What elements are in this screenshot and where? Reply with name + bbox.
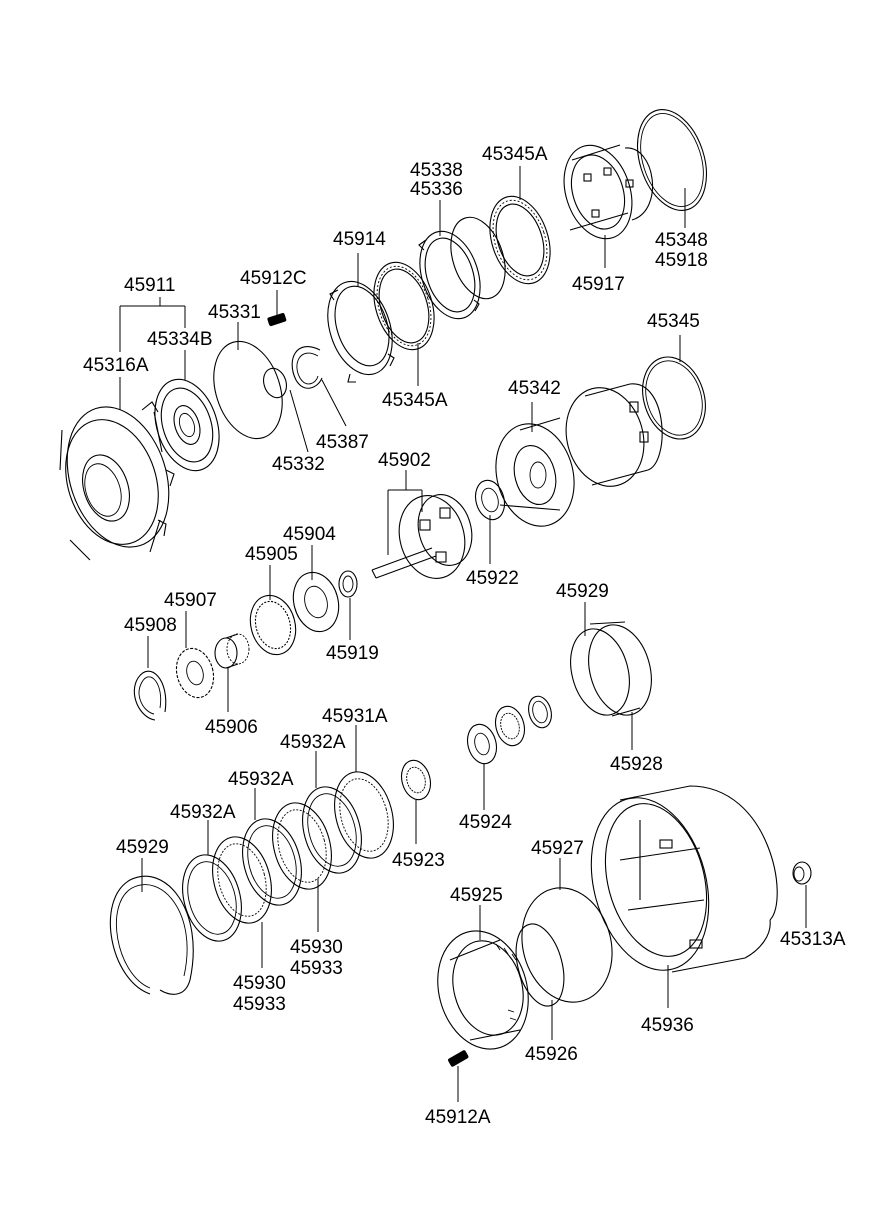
- label-l30: 45932A: [228, 769, 294, 790]
- part-clutch-drum-45917: [563, 144, 654, 240]
- label-l39: 45313A: [780, 929, 846, 950]
- label-l36: 45925: [450, 885, 503, 906]
- part-bearing-45923: [400, 759, 432, 801]
- part-clutch-housing-45316a: [59, 401, 175, 561]
- part-coil-spring-45912c: [267, 312, 287, 327]
- label-l41: 45933: [233, 994, 286, 1015]
- part-reaction-gear-45925: [437, 930, 529, 1050]
- label-l13: 45345: [647, 311, 700, 332]
- label-l26: 45906: [205, 717, 258, 738]
- label-l03: 45336: [410, 179, 463, 200]
- part-friction-disc-45345a-lower: [373, 261, 435, 351]
- label-l40: 45930: [233, 973, 286, 994]
- leader-lines: [119, 166, 807, 1102]
- part-sun-gear-45906: [214, 633, 250, 669]
- label-l08: 45334B: [147, 329, 213, 350]
- label-l44: 45912A: [425, 1107, 491, 1128]
- part-coil-spring-45912a: [448, 1050, 469, 1067]
- part-small-bearing: [528, 695, 552, 729]
- part-spring-45332: [263, 367, 287, 399]
- label-l14: 45345A: [382, 390, 448, 411]
- label-l27: 45931A: [322, 706, 388, 727]
- label-l19: 45904: [283, 524, 336, 545]
- label-l38: 45933: [290, 958, 343, 979]
- label-l22: 45907: [164, 590, 217, 611]
- part-needle-bearing-45919: [338, 570, 358, 598]
- label-l07: 45331: [208, 302, 261, 323]
- part-drum-45928: [588, 621, 652, 717]
- part-washer-45924: [466, 723, 498, 765]
- part-planetary-carrier-45902: [371, 494, 473, 579]
- part-case-45936: [590, 785, 778, 973]
- part-roller-bearing: [494, 705, 526, 747]
- label-l43: 45926: [525, 1044, 578, 1065]
- label-l34: 45927: [531, 838, 584, 859]
- label-l10: 45348: [655, 230, 708, 251]
- label-l15: 45342: [508, 378, 561, 399]
- label-l32: 45924: [459, 812, 512, 833]
- part-clutch-plate-45914: [327, 280, 395, 383]
- part-thrust-washer-45922: [474, 479, 506, 521]
- part-seal-45331: [213, 340, 283, 440]
- label-l09: 45316A: [83, 355, 149, 376]
- part-piston-45334b: [154, 378, 220, 472]
- part-clutch-drum-45342-outer: [565, 383, 663, 487]
- part-nut-45313a: [792, 861, 812, 885]
- part-hub-45342: [495, 417, 575, 527]
- label-l24: 45919: [326, 643, 379, 664]
- part-toothed-washer-45907: [175, 647, 215, 699]
- label-l18: 45902: [378, 450, 431, 471]
- label-l25: 45929: [556, 581, 609, 602]
- part-snap-ring-45348: [637, 109, 707, 211]
- label-l16: 45387: [316, 432, 369, 453]
- label-l11: 45918: [655, 250, 708, 271]
- part-clutch-plate-45338: [418, 230, 481, 320]
- part-clutch-pack: [182, 771, 394, 942]
- label-l04: 45914: [333, 229, 386, 250]
- label-l29: 45928: [610, 754, 663, 775]
- part-snap-ring-45387: [291, 346, 323, 389]
- part-friction-disc-45345a-upper: [489, 195, 551, 285]
- label-l02: 45338: [410, 160, 463, 181]
- part-thin-ring: [450, 216, 506, 300]
- label-l21: 45922: [466, 568, 519, 589]
- label-l33: 45929: [116, 837, 169, 858]
- label-l17: 45332: [272, 454, 325, 475]
- label-l28: 45932A: [280, 732, 346, 753]
- part-snap-ring-45929-lower: [109, 875, 194, 995]
- label-l31: 45932A: [170, 802, 236, 823]
- label-l20: 45905: [245, 544, 298, 565]
- label-l42: 45936: [641, 1015, 694, 1036]
- label-l12: 45917: [572, 274, 625, 295]
- part-number-labels: 45345A 45338 45336 45914 45912C 45911 45…: [83, 144, 846, 1128]
- label-l06: 45911: [124, 275, 175, 296]
- part-thrust-plate-45904: [292, 571, 340, 633]
- part-snap-ring-45929-upper: [570, 628, 630, 716]
- label-l23: 45908: [124, 615, 177, 636]
- part-snap-ring-45908: [133, 670, 167, 721]
- label-l35: 45923: [392, 850, 445, 871]
- label-l01: 45345A: [482, 144, 548, 165]
- label-l05: 45912C: [240, 268, 307, 289]
- part-ring-gear-45905: [249, 594, 297, 656]
- part-ring-45926: [515, 923, 565, 1007]
- part-disc-45927: [521, 887, 613, 1003]
- label-l37: 45930: [290, 937, 343, 958]
- part-snap-ring-45345: [642, 356, 706, 440]
